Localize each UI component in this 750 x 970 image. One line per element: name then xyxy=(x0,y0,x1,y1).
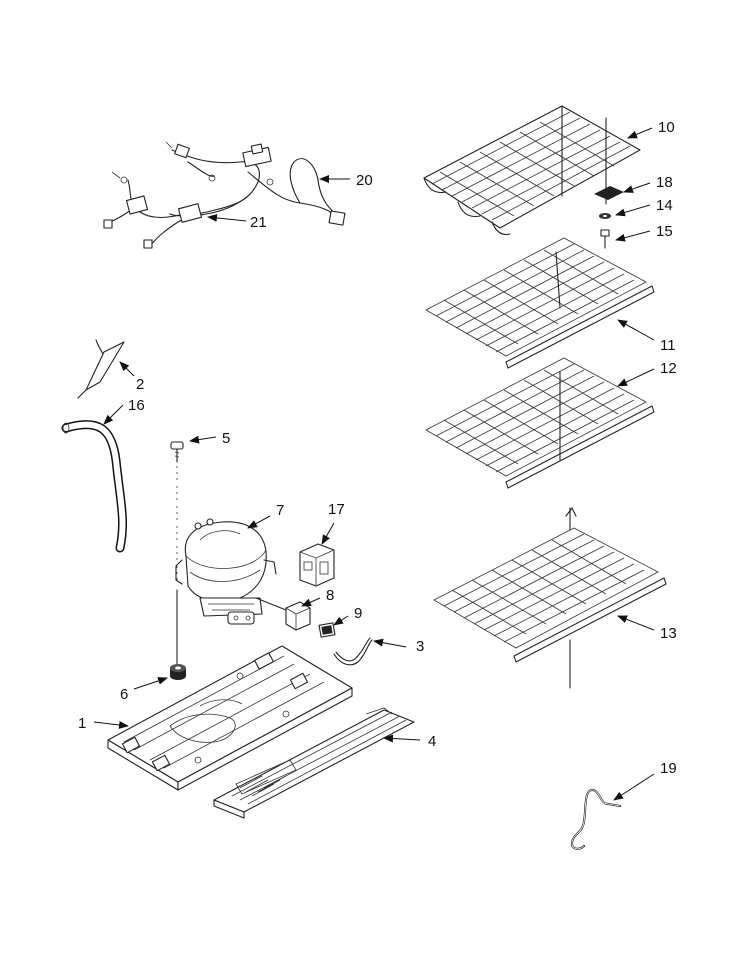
callout-9: 9 xyxy=(354,605,362,622)
thermistor-sensor xyxy=(77,339,125,399)
callout-21: 21 xyxy=(250,214,267,231)
wire-harness xyxy=(103,141,346,249)
callout-4: 4 xyxy=(428,733,436,750)
callout-13: 13 xyxy=(660,625,677,642)
grommet xyxy=(170,664,186,680)
callout-1: 1 xyxy=(78,715,86,732)
callout-3: 3 xyxy=(416,638,424,655)
relay-assembly xyxy=(255,597,336,638)
callout-labels: 20 21 2 16 5 7 17 8 9 3 6 1 4 10 18 14 1… xyxy=(78,119,677,777)
callout-7: 7 xyxy=(276,502,284,519)
mounting-screw xyxy=(170,441,184,666)
drain-tube xyxy=(61,420,128,553)
callout-18: 18 xyxy=(656,174,673,191)
condenser-coil xyxy=(213,707,415,819)
callout-6: 6 xyxy=(120,686,128,703)
shelf-bottom-4 xyxy=(433,507,667,689)
compressor xyxy=(175,518,277,625)
shelf-top-wire xyxy=(423,105,641,236)
callout-17: 17 xyxy=(328,501,345,518)
shelf-hook xyxy=(570,788,621,850)
base-plate xyxy=(107,645,353,791)
leader-lines xyxy=(93,127,655,801)
shelf-glass-3 xyxy=(425,357,655,489)
callout-10: 10 xyxy=(658,119,675,136)
callout-14: 14 xyxy=(656,197,673,214)
callout-12: 12 xyxy=(660,360,677,377)
callout-8: 8 xyxy=(326,587,334,604)
callout-19: 19 xyxy=(660,760,677,777)
callout-5: 5 xyxy=(222,430,230,447)
start-device-bracket xyxy=(299,543,335,587)
shelf-bracket xyxy=(594,186,624,249)
callout-11: 11 xyxy=(660,337,676,354)
callout-15: 15 xyxy=(656,223,673,240)
shelf-glass-2 xyxy=(425,237,655,369)
condenser-clip xyxy=(333,637,373,666)
callout-16: 16 xyxy=(128,397,145,414)
callout-20: 20 xyxy=(356,172,373,189)
callout-2: 2 xyxy=(136,376,144,393)
